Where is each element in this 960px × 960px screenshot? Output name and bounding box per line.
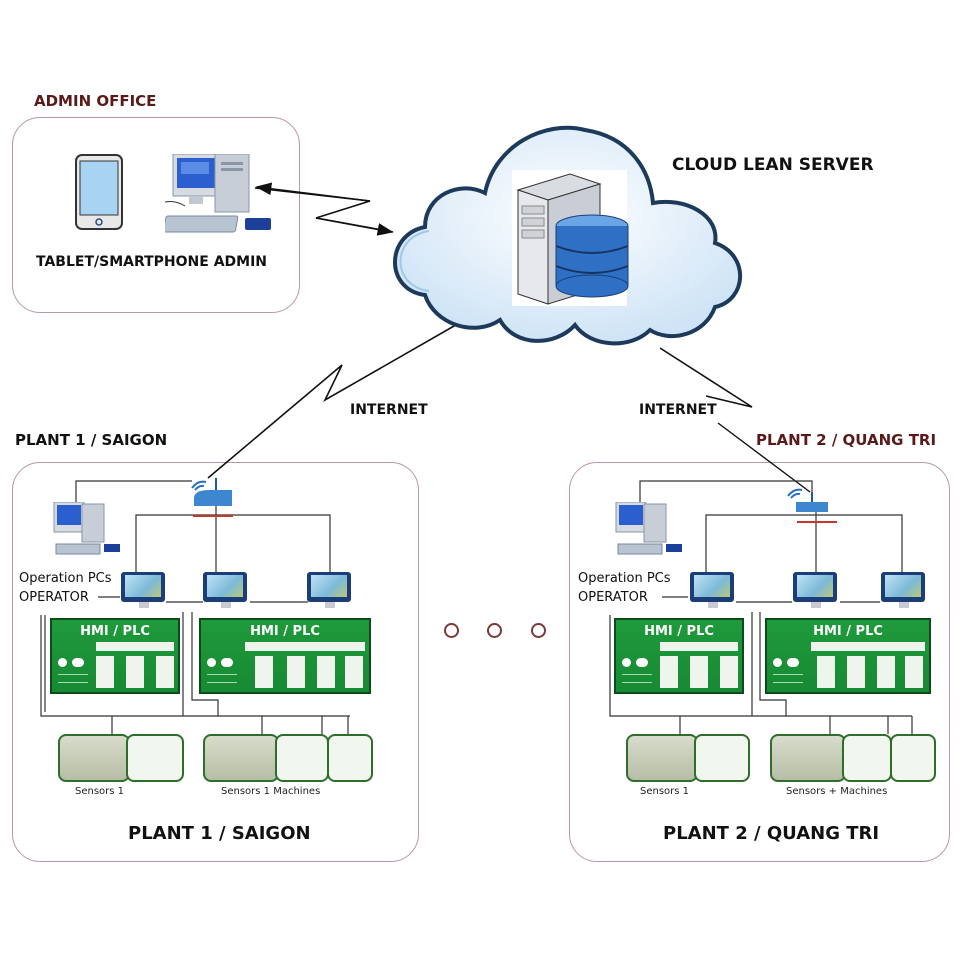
more-plants-dot-2 (487, 623, 502, 638)
plant-1-hmi-1-title: HMI / PLC (80, 624, 150, 639)
plant-2-machine-2 (842, 734, 892, 782)
plant-1-footer-title: PLANT 1 / SAIGON (128, 823, 311, 844)
plant-2-router-icon (787, 488, 828, 512)
plant-1-operator-label: OPERATOR (19, 590, 89, 605)
plant-1-router-icon (191, 478, 232, 506)
plant-2-sensor-group-2-label: Sensors + Machines (786, 786, 888, 797)
internet-label-left: INTERNET (350, 402, 428, 418)
more-plants-dot-1 (444, 623, 459, 638)
plant-2-hmi-panel-1: HMI / PLC (614, 618, 744, 694)
plant-2-machine-3 (890, 734, 936, 782)
tablet-icon (75, 154, 123, 230)
plant-1-operator-monitor-1 (121, 572, 165, 608)
plant-2-operator-monitor-3 (881, 572, 925, 608)
plant-2-operation-pcs-label: Operation PCs (578, 571, 671, 586)
plant-1-operator-monitor-3 (307, 572, 351, 608)
plant-1-sensor-1 (58, 734, 130, 782)
internet-link-plant-1 (207, 317, 469, 479)
internet-link-plant-2 (659, 347, 753, 408)
plant-1-machine-2 (275, 734, 329, 782)
plant-2-hmi-1-title: HMI / PLC (644, 624, 714, 639)
plant-1-machine-1 (126, 734, 184, 782)
plant-2-router-label (797, 521, 837, 523)
plant-1-operation-pc-icon (53, 502, 120, 555)
plant-2-sensor-1 (626, 734, 698, 782)
plant-2-footer-title: PLANT 2 / QUANG TRI (663, 823, 880, 844)
plant-2-hmi-panel-2: HMI / PLC (765, 618, 931, 694)
plant-1-operation-pcs-label: Operation PCs (19, 571, 112, 586)
plant-1-machine-3 (327, 734, 373, 782)
plant-2-sensor-2 (770, 734, 846, 782)
plant-2-title: PLANT 2 / QUANG TRI (756, 431, 937, 449)
cloud-server-title: CLOUD LEAN SERVER (672, 155, 874, 175)
plant-1-hmi-2-title: HMI / PLC (250, 624, 320, 639)
admin-desktop-pc-icon (165, 154, 271, 233)
plant-1-sensor-2 (203, 734, 279, 782)
plant-1-operator-monitor-2 (203, 572, 247, 608)
plant-1-hmi-panel-2: HMI / PLC (199, 618, 371, 694)
plant-2-operation-pc-icon (615, 502, 682, 555)
more-plants-dot-3 (531, 623, 546, 638)
plant-2-operator-label: OPERATOR (578, 590, 648, 605)
admin-office-title: ADMIN OFFICE (34, 92, 157, 110)
plant-2-hmi-2-title: HMI / PLC (813, 624, 883, 639)
plant-1-hmi-panel-1: HMI / PLC (50, 618, 180, 694)
admin-office-box (12, 117, 300, 313)
plant-2-operator-monitor-1 (690, 572, 734, 608)
server-database-icon (512, 170, 629, 306)
plant-2-sensor-group-1-label: Sensors 1 (640, 786, 690, 797)
plant-1-title: PLANT 1 / SAIGON (15, 431, 168, 449)
plant-1-sensor-group-2-label: Sensors 1 Machines (221, 786, 321, 797)
plant-2-operator-monitor-2 (793, 572, 837, 608)
plant-2-machine-1 (694, 734, 750, 782)
plant-1-sensor-group-1-label: Sensors 1 (75, 786, 125, 797)
plant-1-router-label (193, 515, 233, 517)
internet-label-right: INTERNET (639, 402, 717, 418)
admin-device-label: TABLET/SMARTPHONE ADMIN (36, 254, 268, 270)
